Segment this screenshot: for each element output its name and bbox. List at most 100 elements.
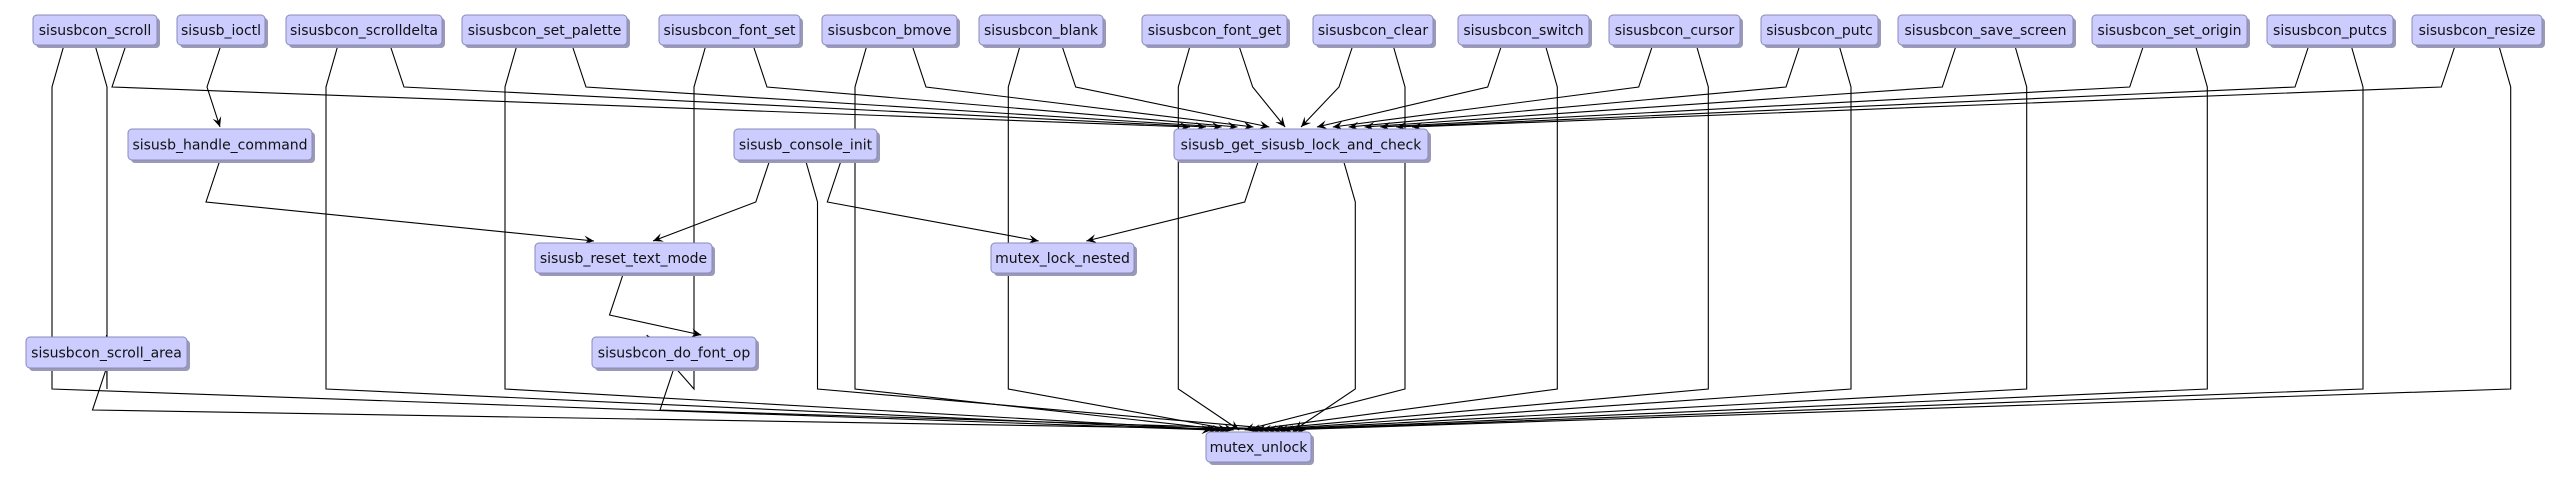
node-sisusbcon-blank[interactable]: sisusbcon_blank: [978, 14, 1106, 48]
node-sisusbcon-clear[interactable]: sisusbcon_clear: [1312, 14, 1436, 48]
node-mutex-unlock[interactable]: mutex_unlock: [1205, 431, 1314, 465]
node-label: mutex_lock_nested: [995, 251, 1130, 267]
node-label: sisusbcon_resize: [2419, 23, 2536, 39]
node-sisusb-ioctl[interactable]: sisusb_ioctl: [176, 14, 268, 48]
arrowhead-sisusb_get_sisusb_lock_and_check: [1332, 121, 1344, 131]
arrowhead-sisusb_get_sisusb_lock_and_check: [1275, 116, 1286, 127]
node-box[interactable]: [176, 14, 266, 46]
node-sisusbcon-font-set[interactable]: sisusbcon_font_set: [658, 14, 803, 48]
edge-sisusbcon_switch-to-sisusb_get_sisusb_lock_and_check: [1316, 44, 1503, 128]
edge-sisusbcon_clear-to-sisusb_get_sisusb_lock_and_check: [1300, 44, 1354, 128]
node-box[interactable]: [1457, 14, 1590, 46]
arrowhead-mutex_unlock: [1222, 423, 1234, 433]
node-box[interactable]: [461, 14, 628, 46]
edge-sisusb_console_init-to-mutex_unlock: [804, 159, 1289, 431]
arrowhead-sisusb_reset_text_mode: [583, 235, 594, 245]
node-sisusb-console-init[interactable]: sisusb_console_init: [733, 128, 880, 163]
arrowhead-sisusb_reset_text_mode: [653, 233, 664, 242]
node-box[interactable]: [2091, 14, 2248, 46]
arrowhead-mutex_unlock: [1244, 423, 1256, 432]
node-sisusbcon-do-font-op[interactable]: sisusbcon_do_font_op: [591, 336, 759, 371]
node-box[interactable]: [1608, 14, 1741, 46]
node-mutex-lock-nested[interactable]: mutex_lock_nested: [990, 242, 1137, 276]
node-label: sisusbcon_do_font_op: [598, 346, 751, 362]
edge-sisusb_get_sisusb_lock_and_check-to-mutex_unlock: [1294, 159, 1356, 431]
node-label: mutex_unlock: [1210, 440, 1309, 456]
node-box[interactable]: [285, 14, 443, 46]
edge-sisusb_ioctl-to-sisusb_handle_command: [206, 44, 222, 128]
node-label: sisusbcon_save_screen: [1905, 23, 2067, 39]
edge-sisusbcon_scroll_area-to-mutex_unlock: [91, 367, 1300, 431]
edge-sisusbcon_set_palette-to-sisusb_get_sisusb_lock_and_check: [571, 44, 1222, 128]
node-box[interactable]: [127, 128, 313, 161]
node-sisusbcon-save-screen[interactable]: sisusbcon_save_screen: [1897, 14, 2076, 48]
node-box[interactable]: [990, 242, 1135, 274]
edge-sisusbcon_save_screen-to-sisusb_get_sisusb_lock_and_check: [1364, 44, 1957, 128]
node-label: sisusbcon_putc: [1766, 23, 1873, 39]
arrowhead-sisusb_get_sisusb_lock_and_check: [1348, 121, 1359, 131]
node-sisusb-reset-text-mode[interactable]: sisusb_reset_text_mode: [534, 242, 715, 276]
node-sisusbcon-resize[interactable]: sisusbcon_resize: [2411, 14, 2545, 48]
node-label: sisusbcon_font_set: [664, 23, 796, 39]
node-label: sisusbcon_cursor: [1615, 23, 1735, 39]
node-sisusbcon-set-palette[interactable]: sisusbcon_set_palette: [461, 14, 630, 48]
node-box[interactable]: [25, 336, 188, 369]
node-box[interactable]: [2266, 14, 2394, 46]
edge-sisusbcon_scrolldelta-to-sisusb_get_sisusb_lock_and_check: [389, 44, 1206, 128]
node-box[interactable]: [978, 14, 1104, 46]
arrowhead-sisusb_get_sisusb_lock_and_check: [1316, 120, 1328, 130]
node-box[interactable]: [1897, 14, 2074, 46]
node-box[interactable]: [658, 14, 801, 46]
node-box[interactable]: [32, 14, 158, 46]
node-label: sisusb_get_sisusb_lock_and_check: [1181, 138, 1423, 154]
node-sisusbcon-scroll[interactable]: sisusbcon_scroll: [32, 14, 160, 48]
edge-sisusbcon_resize-to-mutex_unlock: [1283, 44, 2512, 431]
node-sisusbcon-putcs[interactable]: sisusbcon_putcs: [2266, 14, 2396, 48]
node-box[interactable]: [1173, 128, 1429, 161]
arrowhead-sisusb_get_sisusb_lock_and_check: [1242, 121, 1254, 131]
node-box[interactable]: [1141, 14, 1288, 46]
node-sisusbcon-switch[interactable]: sisusbcon_switch: [1457, 14, 1592, 48]
node-label: sisusb_console_init: [739, 138, 873, 154]
arrowhead-sisusb_get_sisusb_lock_and_check: [1301, 116, 1312, 127]
node-box[interactable]: [1760, 14, 1879, 46]
arrowhead-mutex_unlock: [1294, 420, 1306, 430]
edge-sisusbcon_resize-to-sisusb_get_sisusb_lock_and_check: [1412, 44, 2456, 128]
node-label: sisusbcon_scroll: [39, 23, 151, 39]
node-box[interactable]: [2411, 14, 2543, 46]
node-box[interactable]: [821, 14, 958, 46]
edge-sisusbcon_do_font_op-to-mutex_unlock: [659, 367, 1306, 431]
arrowhead-sisusb_handle_command: [212, 116, 222, 127]
node-sisusbcon-font-get[interactable]: sisusbcon_font_get: [1141, 14, 1290, 48]
node-label: sisusbcon_set_origin: [2098, 23, 2242, 39]
edge-sisusb_console_init-to-mutex_lock_nested: [826, 159, 1039, 242]
node-sisusbcon-scroll-area[interactable]: sisusbcon_scroll_area: [25, 336, 190, 371]
node-sisusbcon-bmove[interactable]: sisusbcon_bmove: [821, 14, 960, 48]
node-sisusbcon-scrolldelta[interactable]: sisusbcon_scrolldelta: [285, 14, 445, 48]
node-label: sisusbcon_scrolldelta: [290, 23, 438, 39]
node-sisusb-get-sisusb-lock-and-check[interactable]: sisusb_get_sisusb_lock_and_check: [1173, 128, 1431, 163]
node-box[interactable]: [591, 336, 757, 369]
node-sisusb-handle-command[interactable]: sisusb_handle_command: [127, 128, 315, 163]
node-box[interactable]: [733, 128, 878, 161]
node-label: sisusbcon_set_palette: [468, 23, 622, 39]
node-sisusbcon-cursor[interactable]: sisusbcon_cursor: [1608, 14, 1743, 48]
arrowhead-mutex_lock_nested: [1028, 234, 1039, 244]
edge-sisusb_handle_command-to-sisusb_reset_text_mode: [205, 159, 595, 242]
node-label: sisusb_handle_command: [132, 138, 307, 154]
edge-sisusbcon_font_get-to-sisusb_get_sisusb_lock_and_check: [1238, 44, 1286, 128]
arrowhead-sisusb_get_sisusb_lock_and_check: [1258, 120, 1270, 130]
node-sisusbcon-set-origin[interactable]: sisusbcon_set_origin: [2091, 14, 2250, 48]
edge-sisusbcon_bmove-to-mutex_unlock: [854, 44, 1229, 431]
node-box[interactable]: [534, 242, 713, 274]
edge-sisusbcon_set_palette-to-mutex_unlock: [504, 44, 1223, 431]
edge-sisusbcon_putc-to-mutex_unlock: [1261, 44, 1852, 431]
node-box[interactable]: [1312, 14, 1434, 46]
node-sisusbcon-putc[interactable]: sisusbcon_putc: [1760, 14, 1881, 48]
node-box[interactable]: [1205, 431, 1312, 463]
edge-sisusbcon_bmove-to-sisusb_get_sisusb_lock_and_check: [911, 44, 1254, 128]
edge-sisusbcon_save_screen-to-mutex_unlock: [1266, 44, 2028, 431]
edge-sisusbcon_scroll-to-sisusb_get_sisusb_lock_and_check: [111, 44, 1190, 128]
edge-sisusb_reset_text_mode-to-sisusbcon_do_font_op: [608, 272, 702, 336]
